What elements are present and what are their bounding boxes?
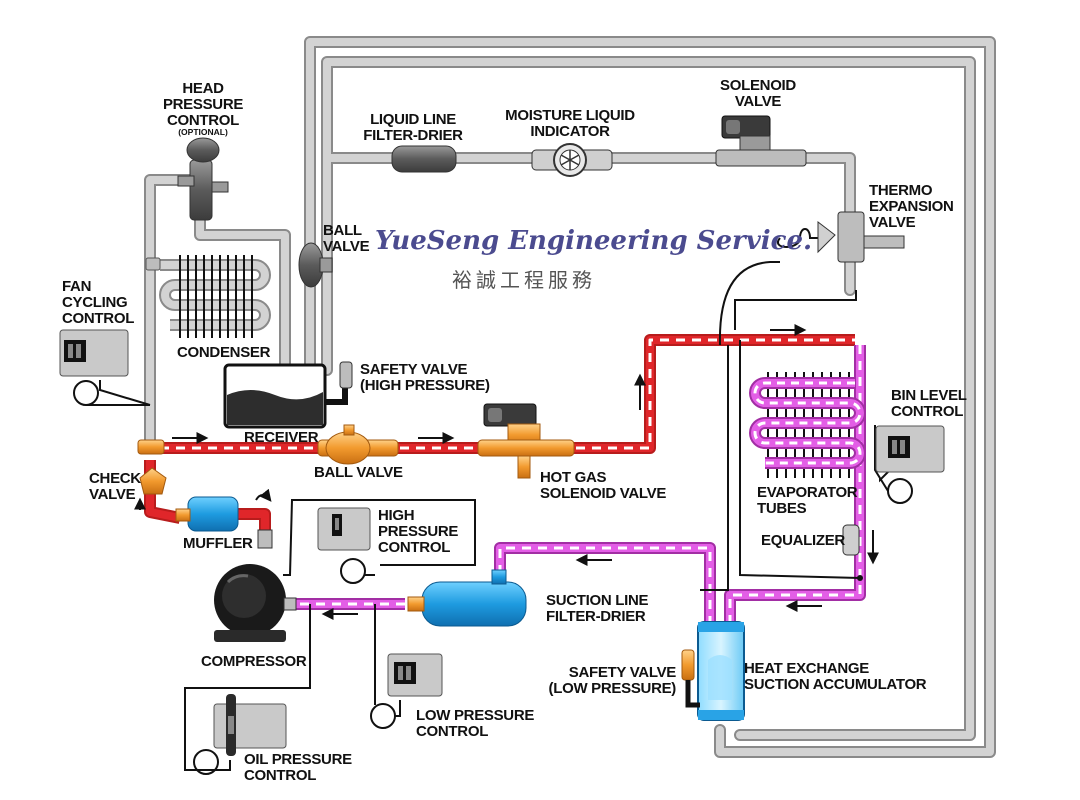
label-moisture-liquid-indicator-1: MOISTURE LIQUID bbox=[505, 107, 635, 124]
oil-pressure-control-box bbox=[213, 694, 287, 756]
head-pressure-control-valve bbox=[177, 137, 229, 221]
compressor bbox=[214, 529, 297, 642]
label-oil-pressure-control-1: OIL PRESSURE bbox=[244, 751, 352, 768]
label-safety-valve-low-1: SAFETY VALVE bbox=[569, 664, 677, 681]
equalizer bbox=[842, 524, 863, 581]
bin-level-control-box bbox=[875, 425, 945, 473]
label-safety-valve-high-1: SAFETY VALVE bbox=[360, 361, 468, 378]
label-fan-cycling-control-1: FAN bbox=[62, 278, 91, 295]
label-check-valve-2: VALVE bbox=[89, 486, 136, 503]
receiver-tank bbox=[223, 361, 353, 429]
liquid-line-filter-drier bbox=[391, 145, 457, 173]
check-valve bbox=[137, 439, 167, 495]
label-bin-level-control-1: BIN LEVEL bbox=[891, 387, 967, 404]
label-safety-valve-high-2: (HIGH PRESSURE) bbox=[360, 377, 490, 394]
label-heat-exchange-2: SUCTION ACCUMULATOR bbox=[744, 676, 927, 693]
thermo-expansion-valve bbox=[817, 211, 905, 263]
label-check-valve-1: CHECK bbox=[89, 470, 141, 487]
label-thermo-expansion-valve-1: THERMO bbox=[869, 182, 933, 199]
label-evaporator-tubes-1: EVAPORATOR bbox=[757, 484, 858, 501]
label-liquid-line-filter-drier-1: LIQUID LINE bbox=[370, 111, 456, 128]
label-bin-level-control-2: CONTROL bbox=[891, 403, 963, 420]
label-fan-cycling-control-2: CYCLING bbox=[62, 294, 127, 311]
high-pressure-control-box bbox=[317, 507, 371, 551]
label-liquid-line-filter-drier-2: FILTER-DRIER bbox=[363, 127, 463, 144]
heat-exchange-suction-accumulator bbox=[697, 621, 745, 721]
liquid-lines bbox=[144, 36, 996, 758]
watermark-chinese: 裕誠工程服務 bbox=[452, 268, 596, 292]
label-high-pressure-control-2: PRESSURE bbox=[378, 523, 458, 540]
label-solenoid-valve-2: VALVE bbox=[735, 93, 782, 110]
label-moisture-liquid-indicator-2: INDICATOR bbox=[530, 123, 610, 140]
watermark-english: YueSeng Engineering Service. bbox=[375, 226, 812, 256]
label-thermo-expansion-valve-2: EXPANSION bbox=[869, 198, 954, 215]
low-pressure-control-box bbox=[387, 653, 443, 697]
label-muffler: MUFFLER bbox=[183, 535, 253, 552]
moisture-liquid-indicator bbox=[531, 143, 613, 177]
label-thermo-expansion-valve-3: VALVE bbox=[869, 214, 916, 231]
flow-arrows bbox=[134, 324, 879, 620]
ball-valve-bottom bbox=[317, 424, 399, 465]
fan-cycling-control-box bbox=[59, 329, 129, 377]
label-safety-valve-low-2: (LOW PRESSURE) bbox=[549, 680, 677, 697]
label-high-pressure-control-1: HIGH bbox=[378, 507, 414, 524]
label-low-pressure-control-2: CONTROL bbox=[416, 723, 488, 740]
solenoid-valve-top bbox=[715, 115, 807, 167]
label-heat-exchange-1: HEAT EXCHANGE bbox=[744, 660, 869, 677]
labels: HEAD PRESSURE CONTROL (OPTIONAL) FAN CYC… bbox=[62, 77, 967, 784]
label-ball-valve-top-1: BALL bbox=[323, 222, 362, 239]
label-optional: (OPTIONAL) bbox=[178, 127, 228, 137]
label-equalizer: EQUALIZER bbox=[761, 532, 845, 549]
suction-line-filter-drier bbox=[407, 569, 527, 627]
label-ball-valve-bottom: BALL VALVE bbox=[314, 464, 403, 481]
label-ball-valve-top-2: VALVE bbox=[323, 238, 370, 255]
label-high-pressure-control-3: CONTROL bbox=[378, 539, 450, 556]
label-condenser: CONDENSER bbox=[177, 344, 271, 361]
label-suction-line-filter-drier-1: SUCTION LINE bbox=[546, 592, 649, 609]
label-hot-gas-solenoid-valve-2: SOLENOID VALVE bbox=[540, 485, 666, 502]
condenser-coil bbox=[145, 255, 271, 338]
label-head-pressure-control-2: PRESSURE bbox=[163, 96, 243, 113]
control-wires bbox=[73, 228, 913, 775]
hot-gas-solenoid-valve bbox=[477, 403, 575, 479]
label-fan-cycling-control-3: CONTROL bbox=[62, 310, 134, 327]
label-oil-pressure-control-2: CONTROL bbox=[244, 767, 316, 784]
label-compressor: COMPRESSOR bbox=[201, 653, 307, 670]
label-receiver: RECEIVER bbox=[244, 429, 319, 446]
label-solenoid-valve-1: SOLENOID bbox=[720, 77, 796, 94]
evaporator-tubes bbox=[749, 372, 866, 478]
label-evaporator-tubes-2: TUBES bbox=[757, 500, 807, 517]
label-low-pressure-control-1: LOW PRESSURE bbox=[416, 707, 534, 724]
muffler bbox=[175, 496, 239, 532]
label-suction-line-filter-drier-2: FILTER-DRIER bbox=[546, 608, 646, 625]
label-hot-gas-solenoid-valve-1: HOT GAS bbox=[540, 469, 607, 486]
label-head-pressure-control-1: HEAD bbox=[182, 80, 224, 97]
safety-valve-low bbox=[681, 649, 700, 708]
suction-lines bbox=[290, 345, 866, 625]
label-head-pressure-control-3: CONTROL bbox=[167, 112, 239, 129]
ball-valve-top bbox=[298, 242, 333, 288]
